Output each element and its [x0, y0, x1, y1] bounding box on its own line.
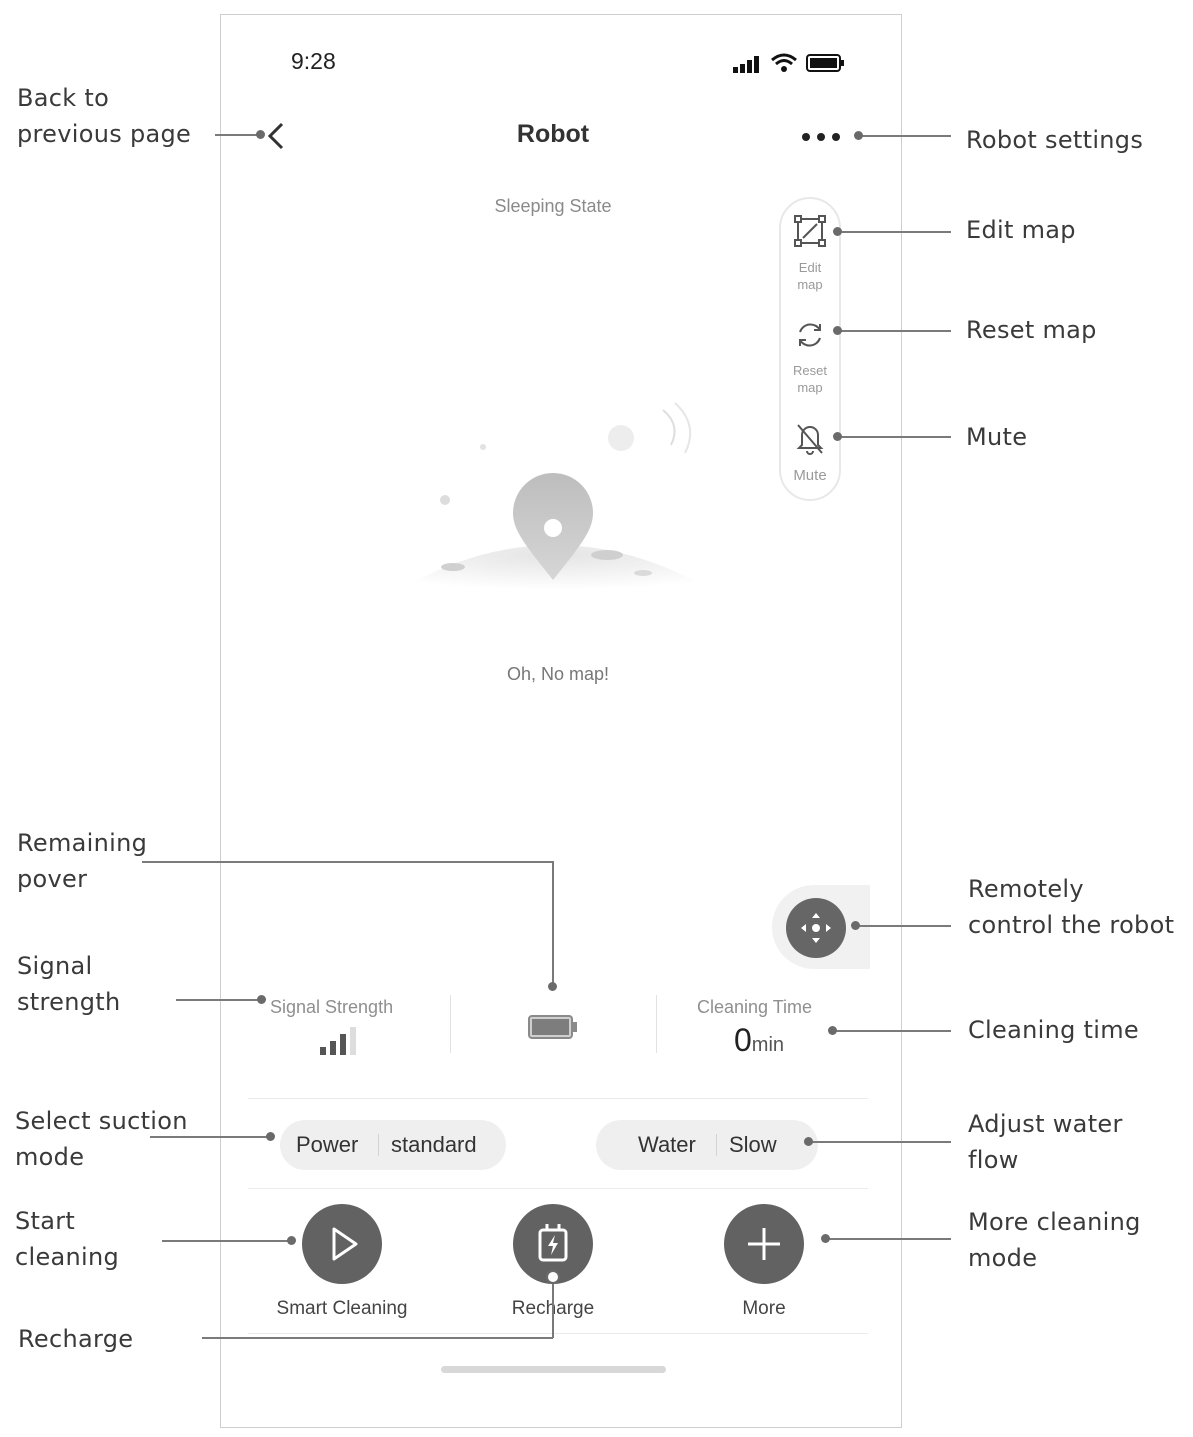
cellular-signal-icon — [733, 55, 763, 73]
section-divider — [248, 1098, 868, 1099]
annotation-recharge: Recharge — [18, 1325, 134, 1353]
annotation-suction: Select suction mode — [15, 1107, 188, 1171]
leader-dot — [266, 1132, 275, 1141]
leader-line — [215, 134, 262, 136]
robot-state-text: Sleeping State — [494, 196, 612, 216]
back-button[interactable] — [262, 120, 288, 152]
annotation-settings: Robot settings — [966, 126, 1144, 154]
cleaning-time-value: 0 — [734, 1022, 752, 1058]
leader-line — [552, 861, 554, 987]
leader-line — [142, 861, 553, 863]
cleaning-time-label: Cleaning Time — [697, 997, 813, 1017]
stats-divider — [450, 995, 451, 1053]
annotation-water: Adjust water flow — [968, 1110, 1123, 1174]
reset-map-label: Reset map — [793, 363, 827, 395]
wifi-icon — [771, 53, 797, 73]
leader-line — [826, 1238, 951, 1240]
annotation-cleaning-time: Cleaning time — [968, 1016, 1139, 1044]
leader-dot — [546, 1270, 560, 1284]
direction-pad-icon — [801, 913, 831, 943]
leader-dot — [854, 131, 863, 140]
leader-dot — [256, 130, 265, 139]
battery-level-icon — [528, 1014, 578, 1040]
bell-muted-icon — [796, 424, 824, 455]
reset-map-button[interactable]: Reset map — [781, 314, 839, 404]
annotation-more: More cleaning mode — [968, 1208, 1141, 1272]
leader-dot — [821, 1234, 830, 1243]
annotation-start: Start cleaning — [15, 1207, 120, 1271]
leader-line — [162, 1240, 291, 1242]
start-cleaning-button[interactable] — [302, 1204, 382, 1284]
water-value: Slow — [729, 1132, 777, 1157]
leader-dot — [833, 432, 842, 441]
status-time: 9:28 — [291, 48, 336, 74]
mute-button[interactable]: Mute — [781, 417, 839, 497]
annotation-back: Back to previous page — [17, 84, 192, 148]
charging-icon — [538, 1224, 568, 1262]
mute-label: Mute — [793, 467, 827, 484]
leader-dot — [833, 326, 842, 335]
water-label: Water — [638, 1132, 696, 1157]
leader-dot — [828, 1026, 837, 1035]
leader-line — [176, 999, 261, 1001]
smart-cleaning-label: Smart Cleaning — [276, 1298, 408, 1319]
no-map-text: Oh, No map! — [506, 664, 610, 684]
edit-map-label: Edit map — [797, 260, 823, 292]
power-value: standard — [391, 1132, 477, 1157]
leader-dot — [851, 921, 860, 930]
leader-line — [856, 925, 951, 927]
plus-icon — [748, 1228, 780, 1260]
water-flow-selector[interactable]: Water Slow — [596, 1120, 818, 1170]
page-title: Robot — [516, 120, 590, 148]
edit-map-button[interactable]: Edit map — [781, 209, 839, 299]
leader-line — [552, 1276, 554, 1338]
signal-strength-label: Signal Strength — [270, 997, 394, 1017]
section-divider — [248, 1333, 868, 1334]
annotation-mute: Mute — [966, 423, 1028, 451]
cleaning-time-readout: 0min — [734, 1022, 784, 1059]
leader-line — [858, 135, 951, 137]
signal-bars-icon — [320, 1026, 364, 1056]
refresh-icon — [799, 323, 821, 347]
power-label: Power — [296, 1132, 359, 1157]
annotation-remote: Remotely control the robot — [968, 875, 1175, 939]
pill-divider — [716, 1134, 717, 1156]
annotation-reset-map: Reset map — [966, 316, 1097, 344]
cleaning-time-unit: min — [751, 1034, 785, 1056]
leader-dot — [257, 995, 266, 1004]
stats-divider — [656, 995, 657, 1053]
more-modes-button[interactable] — [724, 1204, 804, 1284]
leader-line — [150, 1136, 270, 1138]
leader-dot — [287, 1236, 296, 1245]
annotation-signal: Signal strength — [17, 952, 121, 1016]
more-options-button[interactable] — [800, 128, 844, 146]
remote-control-button[interactable] — [786, 898, 846, 958]
leader-line — [202, 1337, 553, 1339]
section-divider — [248, 1188, 868, 1189]
pill-divider — [378, 1134, 379, 1156]
annotation-edit-map: Edit map — [966, 216, 1076, 244]
chevron-left-icon — [267, 122, 284, 150]
leader-dot — [548, 982, 557, 991]
home-indicator — [441, 1366, 666, 1373]
battery-status-icon — [806, 54, 846, 72]
suction-mode-selector[interactable]: Power standard — [280, 1120, 506, 1170]
leader-line — [809, 1141, 951, 1143]
leader-line — [838, 330, 951, 332]
leader-dot — [833, 227, 842, 236]
more-label: More — [742, 1298, 786, 1319]
play-icon — [332, 1227, 358, 1261]
leader-dot — [804, 1137, 813, 1146]
edit-map-icon — [794, 215, 826, 247]
leader-line — [832, 1030, 951, 1032]
leader-line — [838, 231, 951, 233]
map-toolbar: Edit map Reset map Mute — [779, 197, 841, 501]
no-map-illustration — [385, 395, 725, 615]
annotation-remaining-power: Remaining pover — [17, 829, 148, 893]
leader-line — [838, 436, 951, 438]
